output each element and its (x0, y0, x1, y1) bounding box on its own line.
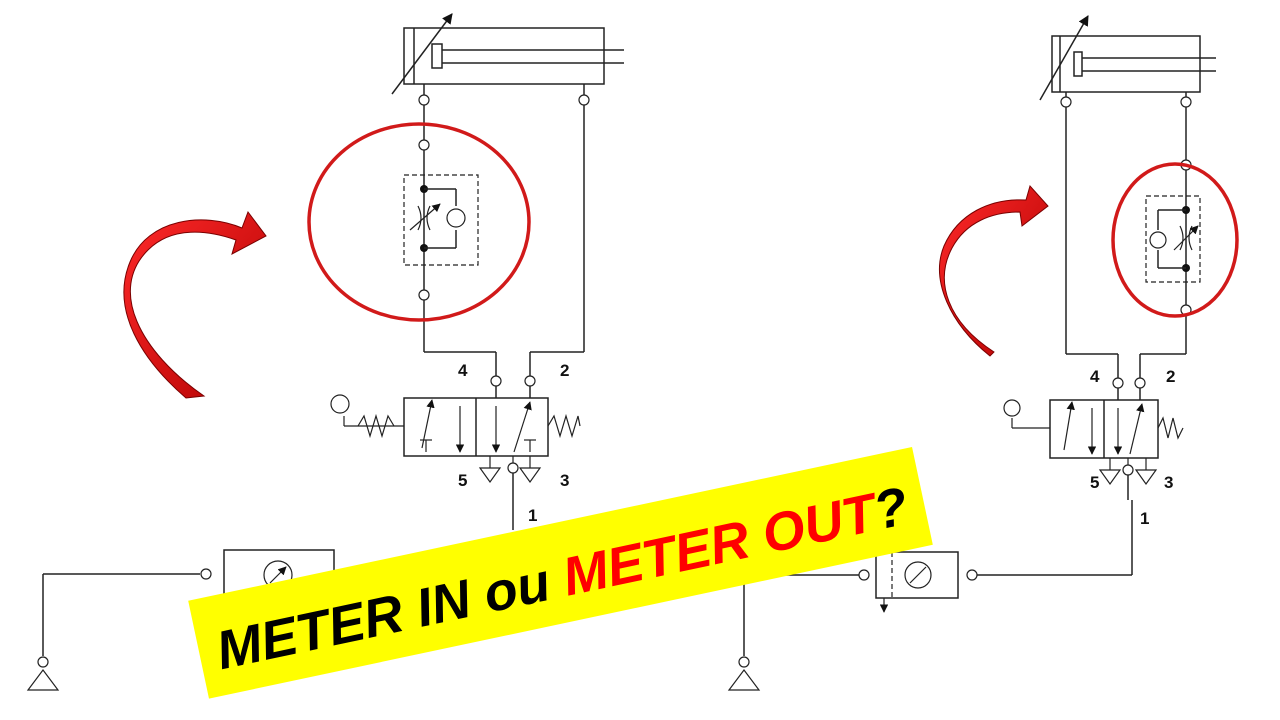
right-supply-line (727, 551, 1132, 691)
right-flow-control-valve (1145, 195, 1201, 283)
left-port-4-label: 4 (458, 361, 468, 380)
right-air-source-icon (727, 669, 761, 691)
right-gauge-icon (904, 561, 932, 589)
right-highlight-circle (1111, 162, 1239, 318)
right-port-2-label: 2 (1166, 367, 1175, 386)
left-air-source-icon (26, 669, 60, 691)
left-cylinder-port-a (418, 94, 430, 106)
right-directional-valve (1003, 399, 1184, 459)
left-port-1-label: 1 (528, 506, 537, 525)
left-exhausts (478, 456, 542, 530)
left-highlight-circle (307, 122, 531, 322)
left-port-5-label: 5 (458, 471, 467, 490)
left-circuit: 4 2 5 3 1 (26, 13, 624, 691)
left-port-2-label: 2 (560, 361, 569, 380)
right-cylinder (1039, 15, 1216, 101)
left-flow-control-valve (403, 174, 479, 266)
right-circuit: 4 2 5 3 1 (727, 15, 1239, 691)
right-curved-arrow-icon (939, 184, 1049, 357)
left-port-3-label: 3 (560, 471, 569, 490)
banner-background (188, 446, 933, 699)
left-directional-valve (330, 394, 581, 457)
left-cylinder (391, 13, 624, 95)
left-curved-arrow-icon (123, 210, 267, 399)
left-cylinder-port-b (578, 94, 590, 106)
right-port-4-label: 4 (1090, 367, 1100, 386)
right-port-3-label: 3 (1164, 473, 1173, 492)
right-frl-unit (875, 551, 959, 599)
right-port-1-label: 1 (1140, 509, 1149, 528)
right-exhausts (1098, 458, 1158, 575)
right-port-5-label: 5 (1090, 473, 1099, 492)
